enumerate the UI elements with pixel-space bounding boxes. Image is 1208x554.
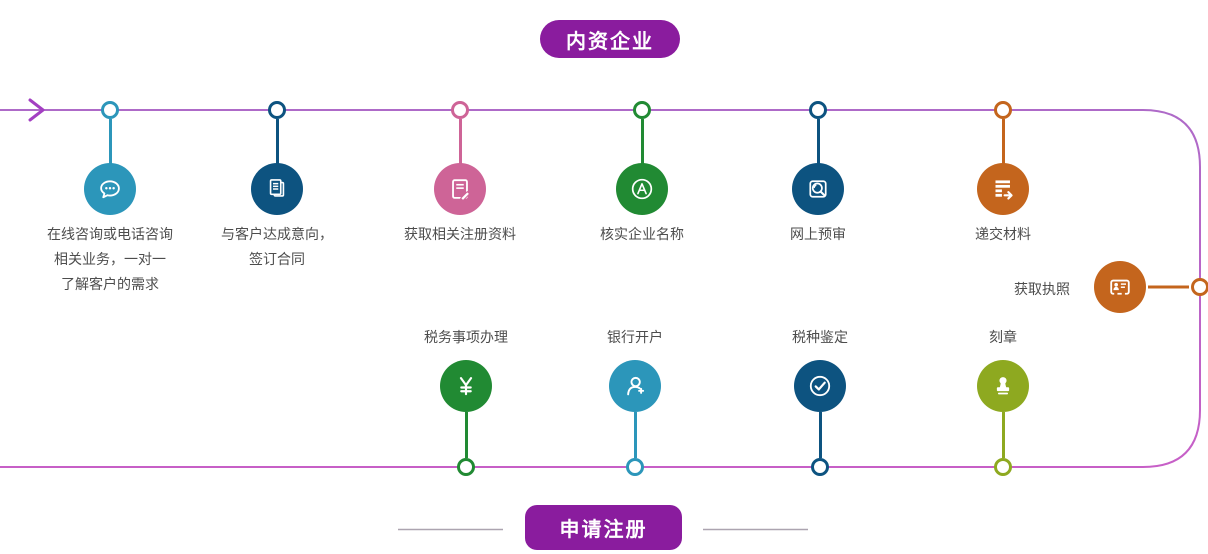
timeline-node <box>994 101 1012 119</box>
step-label: 获取相关注册资料 <box>404 226 516 242</box>
step-stem <box>1001 412 1005 458</box>
timeline-node <box>633 101 651 119</box>
timeline-node <box>809 101 827 119</box>
step-stem <box>464 412 468 458</box>
step-stem <box>640 119 644 164</box>
letter-a-circle-icon <box>616 163 668 215</box>
step-label: 税种鉴定 <box>792 329 848 345</box>
step-label: 与客户达成意向， 签订合同 <box>221 226 333 267</box>
step-stem <box>818 412 822 458</box>
document-pen-icon <box>434 163 486 215</box>
step-stem <box>458 119 462 164</box>
yuan-icon <box>440 360 492 412</box>
timeline-node <box>811 458 829 476</box>
step-stem <box>1001 119 1005 164</box>
flow-arrow-icon <box>28 98 45 122</box>
timeline-node <box>268 101 286 119</box>
timeline-node <box>457 458 475 476</box>
step-label: 在线咨询或电话咨询 相关业务，一对一 了解客户的需求 <box>47 226 173 292</box>
stamp-icon <box>977 360 1029 412</box>
timeline-node <box>1191 278 1208 296</box>
step-label: 递交材料 <box>975 226 1031 242</box>
footer-badge: 申请注册 <box>525 505 682 550</box>
person-add-icon <box>609 360 661 412</box>
contract-documents-icon <box>251 163 303 215</box>
document-search-icon <box>792 163 844 215</box>
timeline-node <box>101 101 119 119</box>
step-stem <box>275 119 279 164</box>
step-stem <box>633 412 637 458</box>
document-submit-arrow-icon <box>977 163 1029 215</box>
license-card-icon <box>1094 261 1146 313</box>
timeline-node <box>451 101 469 119</box>
timeline-node <box>626 458 644 476</box>
chat-bubble-icon <box>84 163 136 215</box>
step-stem <box>816 119 820 164</box>
step-label: 银行开户 <box>607 329 663 345</box>
step-label: 税务事项办理 <box>424 329 508 345</box>
step-label: 刻章 <box>989 329 1017 345</box>
header-badge: 内资企业 <box>540 20 680 58</box>
step-label: 网上预审 <box>790 226 846 242</box>
step-label: 获取执照 <box>1014 281 1070 297</box>
check-circle-icon <box>794 360 846 412</box>
step-stem <box>108 119 112 164</box>
timeline-node <box>994 458 1012 476</box>
step-label: 核实企业名称 <box>600 226 684 242</box>
